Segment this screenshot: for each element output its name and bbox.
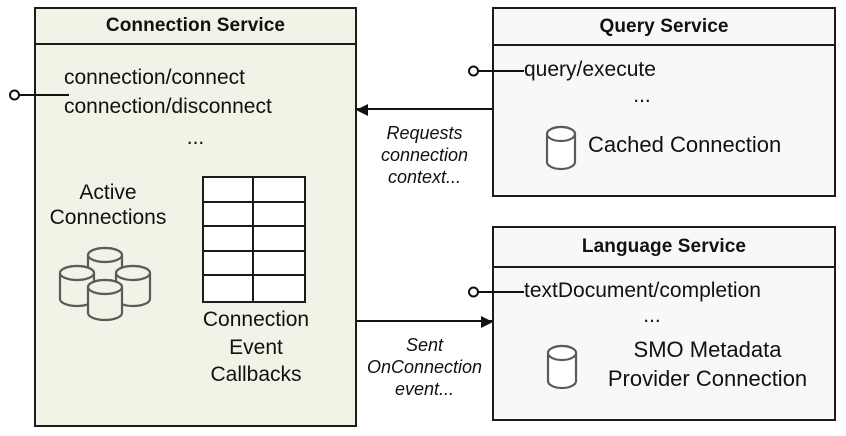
lollipop-stem bbox=[478, 70, 524, 72]
sent-onconnection-event-label: Sent OnConnection event... bbox=[357, 335, 492, 401]
smo-metadata-line-2: Provider Connection bbox=[607, 365, 808, 391]
connection-service-interface-lollipop[interactable] bbox=[9, 88, 69, 102]
connection-event-callbacks-label: Connection Event Callbacks bbox=[186, 306, 326, 389]
language-service-endpoint: textDocument/completion bbox=[524, 279, 761, 302]
smo-metadata-database-icon bbox=[545, 344, 579, 390]
connection-service-ellipsis: ... bbox=[186, 126, 205, 149]
table-cell bbox=[254, 178, 304, 203]
database-cluster-icon bbox=[52, 243, 168, 323]
language-service-title: Language Service bbox=[581, 236, 747, 257]
connection-service-endpoint-disconnect: connection/disconnect bbox=[64, 95, 272, 118]
connection-service-header-divider bbox=[36, 43, 355, 45]
active-connections-line-1: Active bbox=[79, 181, 137, 204]
table-cell bbox=[254, 227, 304, 252]
request-label-line-2: connection bbox=[380, 144, 469, 165]
arrow-head-left-icon bbox=[356, 104, 368, 116]
table-cell bbox=[204, 202, 254, 228]
query-service-title: Query Service bbox=[599, 15, 729, 37]
connection-service-endpoint-connect: connection/connect bbox=[64, 66, 245, 89]
requests-connection-context-arrow[interactable] bbox=[356, 104, 492, 116]
requests-connection-context-label: Requests connection context... bbox=[357, 123, 492, 189]
sent-onconnection-event-arrow[interactable] bbox=[357, 316, 493, 328]
query-service-endpoint: query/execute bbox=[524, 58, 656, 81]
table-cell bbox=[254, 276, 304, 301]
language-service-ellipsis: ... bbox=[643, 304, 661, 327]
cached-connection-database-icon bbox=[544, 125, 578, 171]
query-service-header-divider bbox=[494, 44, 834, 46]
lollipop-stem bbox=[478, 291, 524, 293]
request-label-line-1: Requests bbox=[386, 123, 463, 143]
connection-event-callbacks-table bbox=[202, 176, 306, 303]
request-label-line-3: context... bbox=[387, 166, 462, 187]
event-label-line-2: OnConnection bbox=[366, 356, 483, 377]
callbacks-label-line-2: Event bbox=[229, 335, 283, 359]
callbacks-label-line-3: Callbacks bbox=[210, 363, 302, 387]
language-service-header-divider bbox=[494, 266, 834, 268]
arrow-head-right-icon bbox=[481, 316, 493, 328]
smo-metadata-label: SMO Metadata Provider Connection bbox=[590, 336, 825, 393]
active-connections-line-2: Connections bbox=[49, 206, 167, 230]
table-cell bbox=[204, 251, 254, 277]
active-connections-label: Active Connections bbox=[38, 180, 178, 230]
event-label-line-1: Sent bbox=[405, 335, 444, 355]
language-service-box[interactable]: Language Service bbox=[492, 226, 836, 421]
table-cell bbox=[204, 276, 254, 301]
callbacks-label-line-1: Connection bbox=[202, 308, 310, 331]
lollipop-stem bbox=[19, 94, 69, 96]
query-service-ellipsis: ... bbox=[633, 84, 651, 107]
table-cell bbox=[204, 227, 254, 252]
table-cell bbox=[254, 203, 304, 228]
query-service-interface-lollipop[interactable] bbox=[468, 64, 524, 78]
connection-service-title: Connection Service bbox=[105, 15, 286, 36]
table-cell bbox=[204, 178, 254, 203]
cached-connection-label: Cached Connection bbox=[588, 132, 782, 157]
event-label-line-3: event... bbox=[394, 378, 455, 399]
smo-metadata-line-1: SMO Metadata bbox=[633, 337, 782, 362]
table-cell bbox=[254, 252, 304, 277]
language-service-interface-lollipop[interactable] bbox=[468, 285, 524, 299]
